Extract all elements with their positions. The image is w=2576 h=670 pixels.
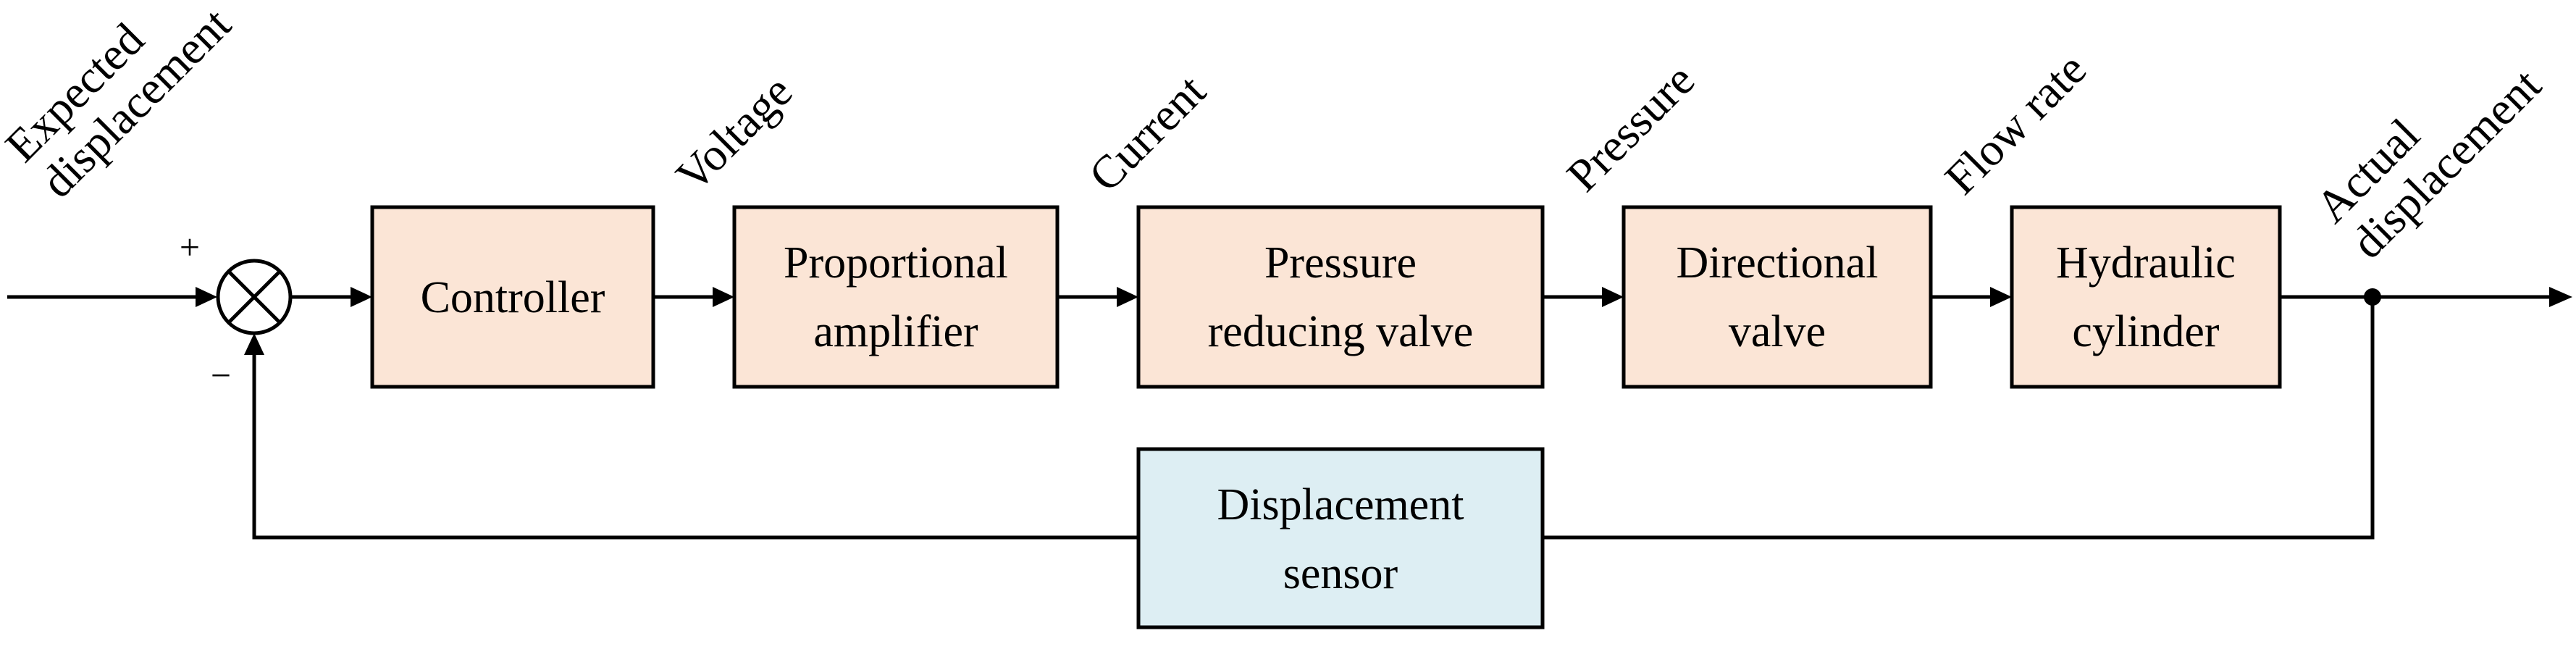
block-directional-valve-label-2: valve — [1729, 307, 1826, 356]
block-pressure-reducing-valve-label-2: reducing valve — [1208, 307, 1474, 356]
summing-junction-cross-b — [227, 270, 281, 324]
block-proportional-amplifier: Proportional amplifier — [732, 205, 1060, 389]
arrow-amplifier — [713, 287, 734, 307]
block-hydraulic-cylinder-label-1: Hydraulic — [2056, 238, 2236, 288]
block-controller-label: Controller — [421, 273, 605, 322]
block-directional-valve-box — [1621, 205, 1933, 389]
arrow-output — [2549, 287, 2572, 307]
block-displacement-sensor-label-2: sensor — [1283, 549, 1398, 598]
arrow-directional-valve — [1602, 287, 1624, 307]
signal-wires — [7, 287, 2572, 540]
block-pressure-reducing-valve-label-1: Pressure — [1264, 238, 1417, 288]
arrow-controller — [351, 287, 372, 307]
signal-label-voltage: Voltage — [666, 65, 802, 201]
signal-label-pressure-text: Pressure — [1557, 54, 1705, 201]
plus-sign: + — [180, 227, 200, 267]
block-controller: Controller — [370, 205, 655, 389]
signal-label-expected-displacement: Expected displacement — [0, 0, 240, 207]
signal-label-actual-displacement: Actual displacement — [2306, 59, 2551, 268]
block-proportional-amplifier-label-2: amplifier — [813, 307, 978, 356]
wire-feedback-to-sensor — [1543, 297, 2375, 540]
block-proportional-amplifier-label-1: Proportional — [784, 238, 1008, 288]
block-hydraulic-cylinder-box — [2010, 205, 2282, 389]
block-hydraulic-cylinder: Hydraulic cylinder — [2010, 205, 2282, 389]
arrow-pressure-valve — [1117, 287, 1138, 307]
summing-junction: + − — [180, 227, 293, 395]
block-proportional-amplifier-box — [732, 205, 1060, 389]
signal-label-flow-rate: Flow rate — [1935, 43, 2096, 204]
block-directional-valve: Directional valve — [1621, 205, 1933, 389]
arrow-feedback — [244, 333, 264, 355]
block-hydraulic-cylinder-label-2: cylinder — [2072, 307, 2219, 356]
block-displacement-sensor-box — [1136, 447, 1545, 629]
block-pressure-reducing-valve-box — [1136, 205, 1545, 389]
block-controller-box — [370, 205, 655, 389]
block-displacement-sensor: Displacement sensor — [1136, 447, 1545, 629]
wire-sensor-to-junction — [252, 355, 1138, 540]
minus-sign: − — [211, 355, 231, 395]
signal-label-current: Current — [1079, 64, 1216, 201]
block-directional-valve-label-1: Directional — [1677, 238, 1879, 288]
signal-label-pressure: Pressure — [1557, 54, 1705, 201]
block-displacement-sensor-label-1: Displacement — [1217, 480, 1464, 529]
signal-label-flow-rate-text: Flow rate — [1935, 43, 2096, 204]
signal-label-current-text: Current — [1079, 64, 1216, 201]
arrow-cylinder — [1990, 287, 2012, 307]
signal-label-voltage-text: Voltage — [666, 65, 802, 201]
block-pressure-reducing-valve: Pressure reducing valve — [1136, 205, 1545, 389]
arrow-input — [196, 287, 217, 307]
